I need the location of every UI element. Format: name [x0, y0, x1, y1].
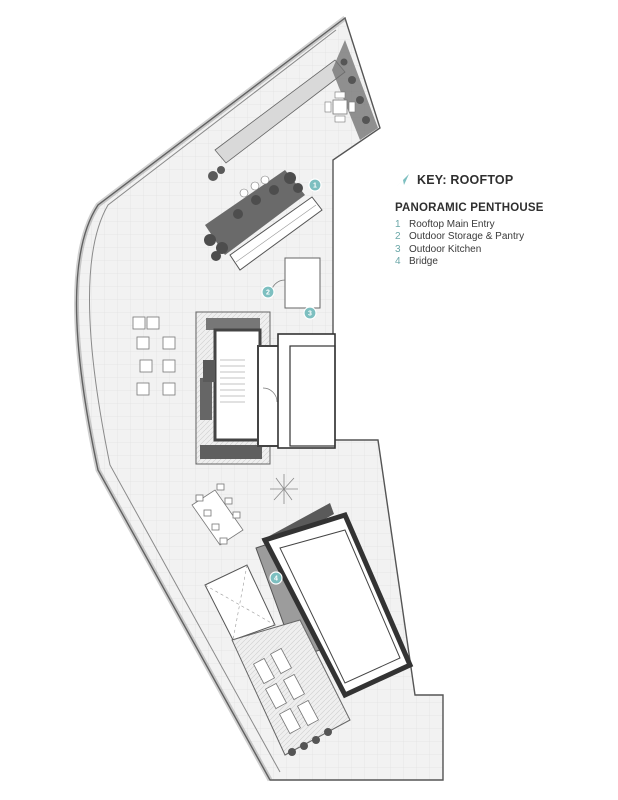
key-item: 1 Rooftop Main Entry [395, 219, 610, 231]
key-item-label: Bridge [409, 256, 438, 268]
outdoor-storage [270, 257, 321, 309]
svg-text:3: 3 [308, 311, 312, 318]
planter-top-right [332, 40, 378, 140]
marker-3: 3 [303, 306, 317, 320]
key-item: 4 Bridge [395, 256, 610, 268]
key-item: 3 Outdoor Kitchen [395, 244, 610, 256]
marker-4: 4 [269, 571, 283, 585]
interior-block [277, 333, 336, 449]
key-list: 1 Rooftop Main Entry 2 Outdoor Storage &… [395, 219, 610, 269]
marker-2: 2 [261, 285, 275, 299]
key-item-label: Outdoor Kitchen [409, 243, 482, 255]
bistro-table [324, 91, 356, 123]
key-item-number: 3 [395, 243, 401, 255]
key-title: KEY: ROOFTOP [417, 173, 514, 187]
key-item-number: 2 [395, 231, 401, 243]
plan-key: KEY: ROOFTOP PANORAMIC PENTHOUSE 1 Rooft… [395, 172, 610, 269]
lower-sun-deck [231, 619, 351, 756]
key-item-label: Outdoor Storage & Pantry [409, 231, 525, 243]
lounge-seating [132, 316, 176, 396]
key-item-number: 4 [395, 256, 401, 268]
void-opening [204, 564, 276, 641]
dining-table [191, 483, 244, 546]
outdoor-kitchen-island [204, 170, 323, 271]
svg-text:1: 1 [313, 183, 317, 190]
marker-1: 1 [308, 178, 322, 192]
svg-text:4: 4 [274, 576, 278, 583]
plant-star-icon [270, 474, 298, 504]
key-item: 2 Outdoor Storage & Pantry [395, 231, 610, 243]
key-item-number: 1 [395, 219, 401, 230]
stair-core [195, 311, 285, 465]
svg-text:2: 2 [266, 290, 270, 297]
key-subtitle: PANORAMIC PENTHOUSE [395, 202, 544, 214]
planter-top-left [208, 166, 225, 181]
key-item-label: Rooftop Main Entry [409, 219, 495, 230]
key-header: KEY: ROOFTOP [395, 172, 610, 188]
north-arrow-icon [397, 174, 409, 186]
lower-interior-room [261, 511, 414, 699]
